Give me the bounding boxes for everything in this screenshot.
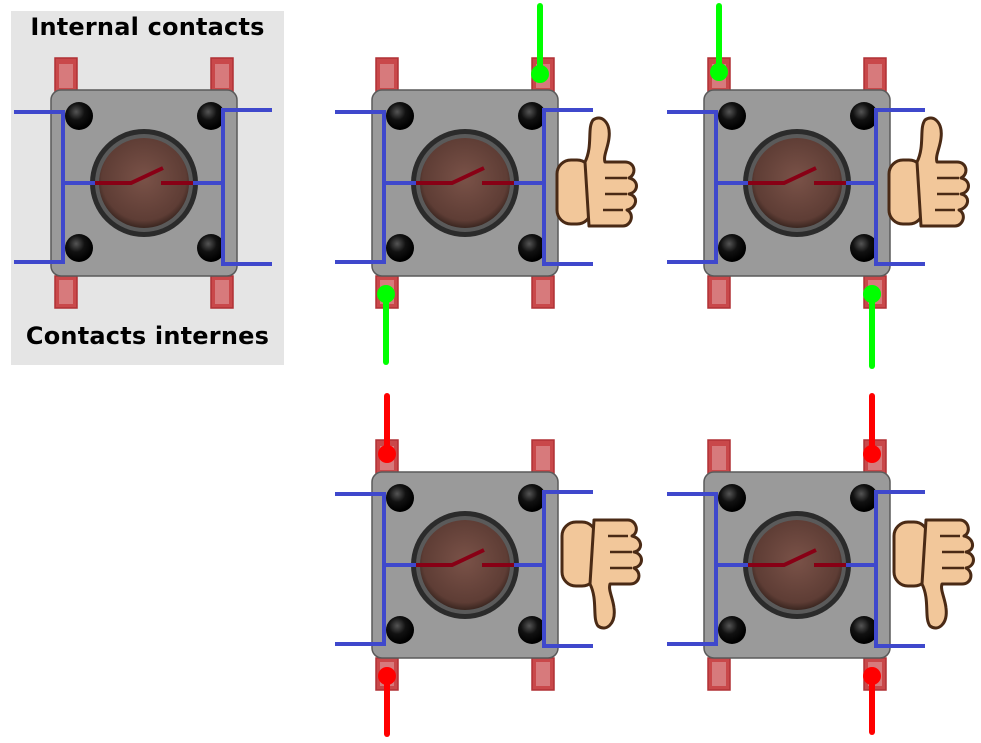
legend-title-french: Contacts internes [25,322,270,350]
legend-title-english: Internal contacts [30,13,265,41]
example-1-green-wires [377,3,549,365]
example-2-pushbutton [665,56,927,310]
thumbs-up-icon [887,116,970,228]
example-3-red-wires [378,393,396,737]
example-3-pushbutton [333,438,595,692]
example-2-green-wires [710,3,881,369]
thumbs-down-icon [560,518,643,630]
example-4-pushbutton [665,438,927,692]
thumbs-up-icon [555,116,638,228]
thumbs-down-icon [892,518,975,630]
example-1-pushbutton [333,56,595,310]
legend-pushbutton [12,56,274,310]
example-4-red-wires [863,393,881,735]
